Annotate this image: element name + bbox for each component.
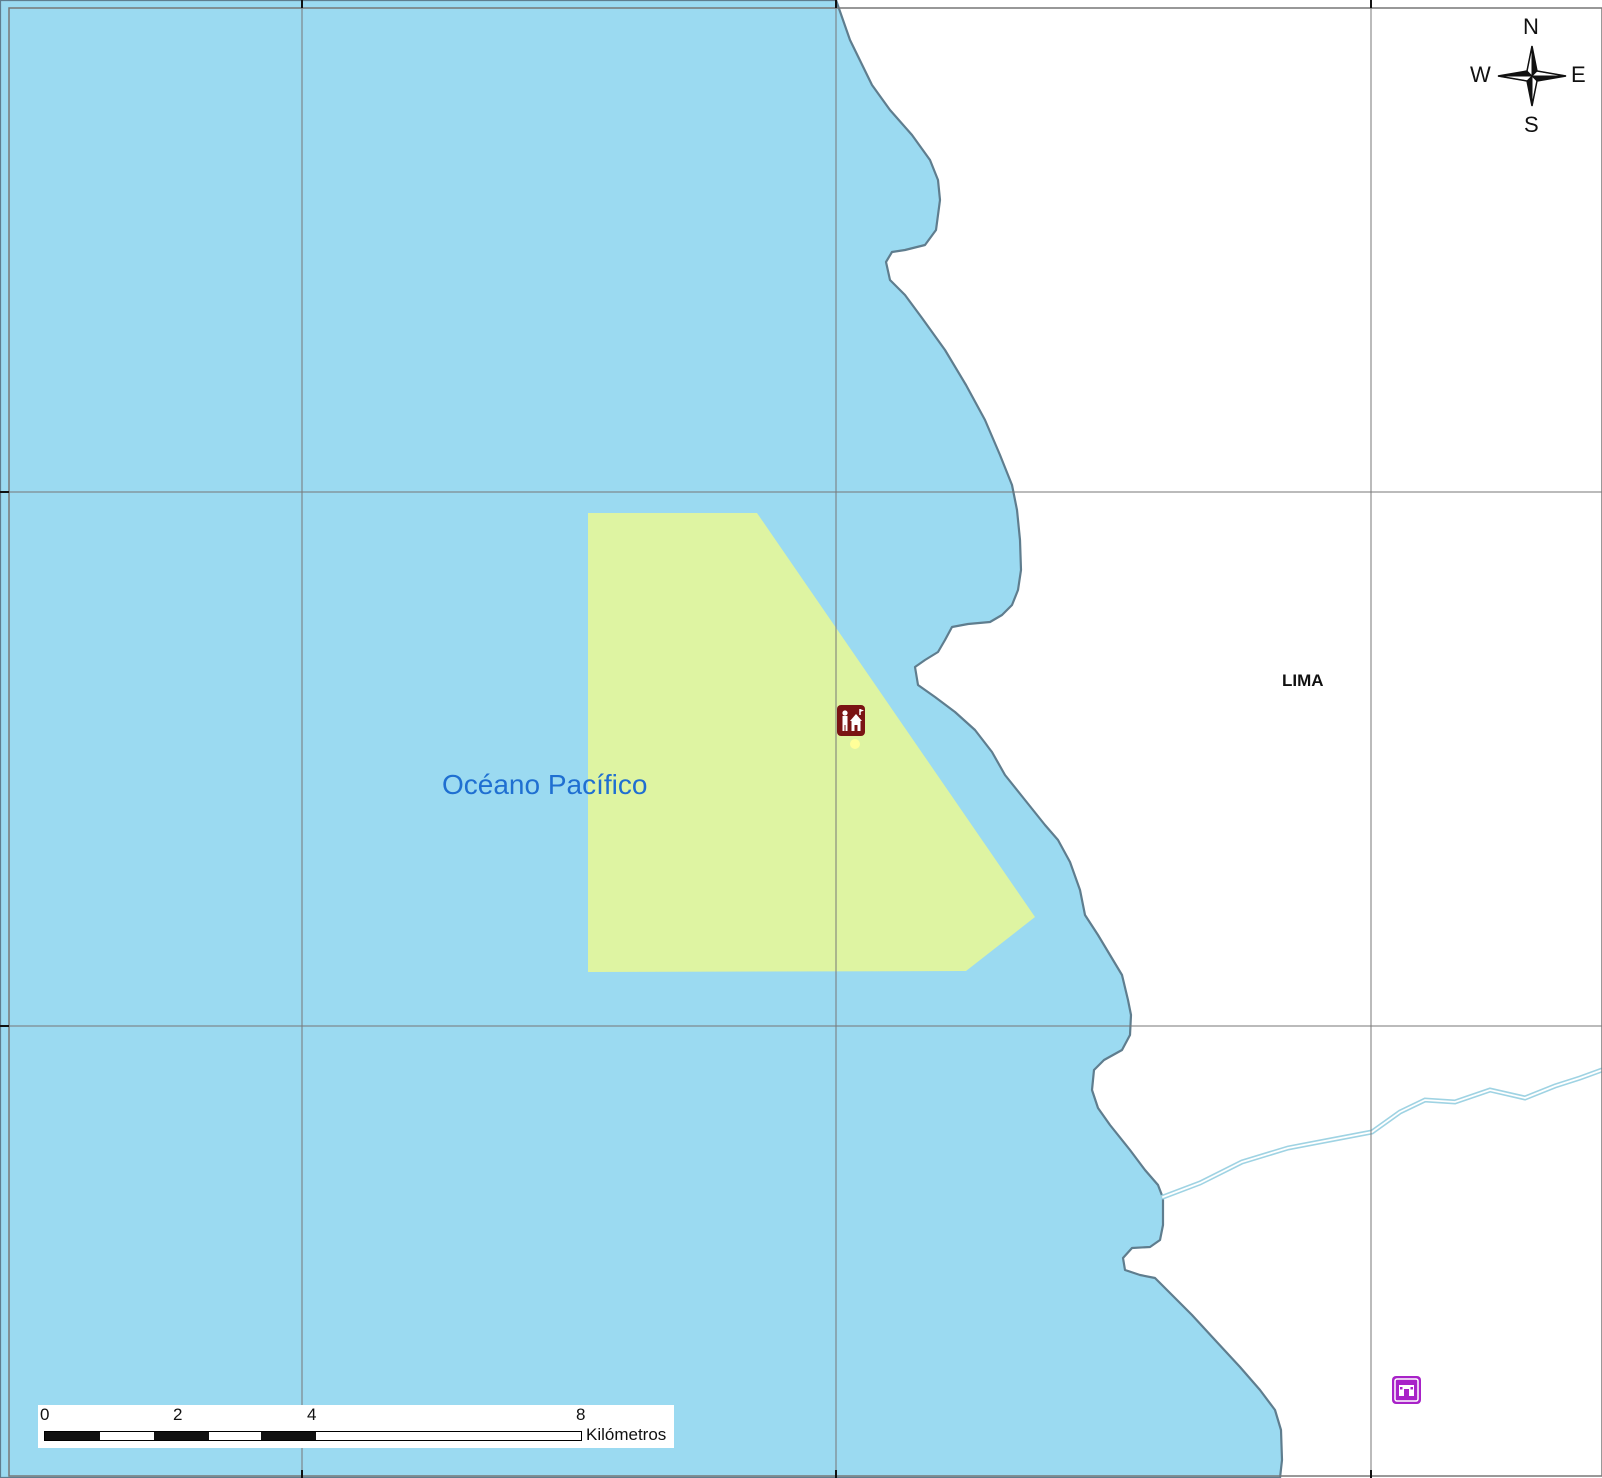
scale-segment — [45, 1432, 100, 1440]
compass-west-label: W — [1470, 62, 1491, 87]
scale-segment — [154, 1432, 209, 1440]
compass-rose-icon — [1497, 45, 1567, 107]
scale-segment — [316, 1432, 581, 1440]
scale-segment — [209, 1432, 261, 1440]
scale-tick-label: 8 — [576, 1405, 586, 1424]
scale-tick-label: 2 — [173, 1405, 183, 1424]
highlighted-zone — [588, 513, 1035, 972]
scale-tick-label: 0 — [40, 1405, 50, 1424]
poi-marker-dot — [850, 739, 860, 749]
ocean-label: Océano Pacífico — [442, 769, 648, 800]
scale-bar: 0 2 4 8 Kilómetros — [38, 1405, 674, 1448]
scale-unit-label: Kilómetros — [586, 1425, 667, 1444]
scale-tick-label: 4 — [307, 1405, 317, 1424]
port-authority-icon[interactable] — [837, 705, 865, 736]
compass-east-label: E — [1571, 62, 1586, 87]
compass-south-label: S — [1524, 112, 1539, 137]
frame-ticks — [0, 0, 1372, 1478]
compass-north-label: N — [1523, 14, 1539, 39]
building-icon[interactable] — [1392, 1376, 1421, 1404]
map-frame — [8, 7, 1602, 1477]
city-label: LIMA — [1282, 671, 1324, 690]
scale-segment — [100, 1432, 154, 1440]
scale-bar-segments — [44, 1431, 582, 1441]
scale-segment — [261, 1432, 316, 1440]
river-center — [1162, 1069, 1602, 1198]
